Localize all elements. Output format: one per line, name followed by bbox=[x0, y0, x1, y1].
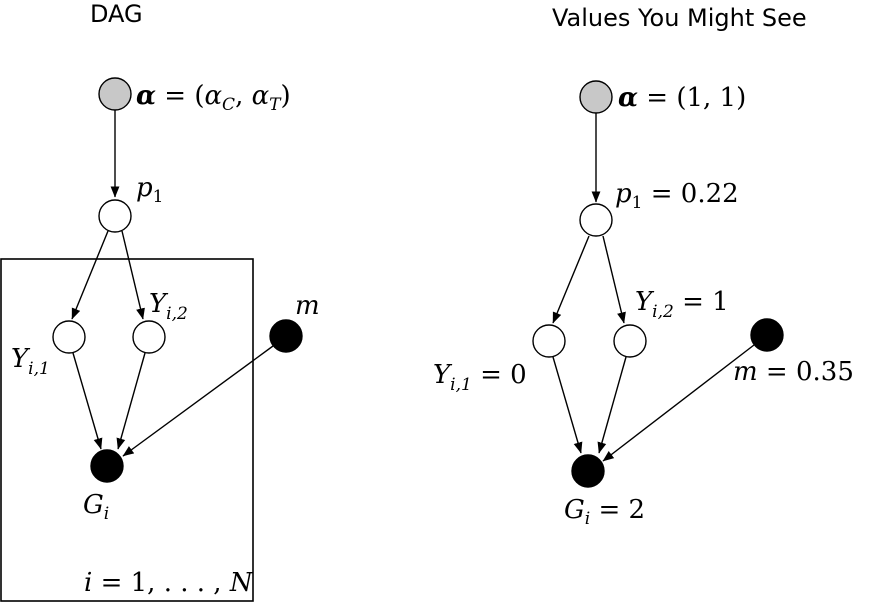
right-panel: Values You Might See α = (1, 1) p1 = 0.2… bbox=[433, 4, 854, 529]
y1-node bbox=[52, 320, 86, 354]
edge-y2-to-g bbox=[116, 352, 146, 450]
alpha-label: α = (αC, αT) bbox=[136, 81, 291, 115]
g-node bbox=[90, 449, 124, 483]
alpha-node bbox=[98, 77, 132, 111]
y2-value-label: Yi,2 = 1 bbox=[635, 287, 729, 322]
alpha-value-label: α = (1, 1) bbox=[618, 83, 746, 113]
edge-m-to-g-values bbox=[602, 344, 755, 462]
edge-y1-to-g-values bbox=[552, 356, 583, 454]
left-panel: DAG α = (αC, αT) p1 Yi,1 Yi,2 m bbox=[0, 0, 320, 602]
edge-p1-to-y2 bbox=[121, 230, 145, 320]
right-panel-title: Values You Might See bbox=[552, 4, 807, 32]
p1-node-values bbox=[579, 203, 613, 237]
g-label: Gi bbox=[83, 490, 109, 524]
y1-label: Yi,1 bbox=[11, 344, 50, 379]
edge-p1-to-y2-values bbox=[602, 235, 626, 324]
edge-p1-to-y1-values bbox=[552, 235, 590, 324]
p1-node bbox=[98, 199, 132, 233]
left-panel-title: DAG bbox=[90, 0, 143, 28]
g-value-label: Gi = 2 bbox=[564, 495, 645, 529]
m-node bbox=[269, 319, 303, 353]
y2-node bbox=[132, 320, 166, 354]
y2-label: Yi,2 bbox=[149, 289, 188, 324]
edge-p1-to-y1 bbox=[71, 230, 109, 320]
m-value-label: m = 0.35 bbox=[733, 357, 854, 387]
p1-value-label: p1 = 0.22 bbox=[615, 179, 739, 213]
plate-index-label: i = 1, . . . , N bbox=[84, 568, 254, 598]
y1-value-label: Yi,1 = 0 bbox=[433, 360, 527, 395]
plate-box bbox=[0, 258, 254, 602]
p1-label: p1 bbox=[136, 173, 163, 207]
edge-m-to-g bbox=[122, 345, 274, 457]
edge-y2-to-g-values bbox=[597, 356, 627, 454]
m-label: m bbox=[295, 291, 320, 321]
y1-node-values bbox=[532, 324, 566, 358]
y2-node-values bbox=[613, 324, 647, 358]
m-node-values bbox=[750, 318, 784, 352]
alpha-node-values bbox=[579, 80, 613, 114]
g-node-values bbox=[571, 454, 605, 488]
edge-y1-to-g bbox=[72, 352, 103, 450]
